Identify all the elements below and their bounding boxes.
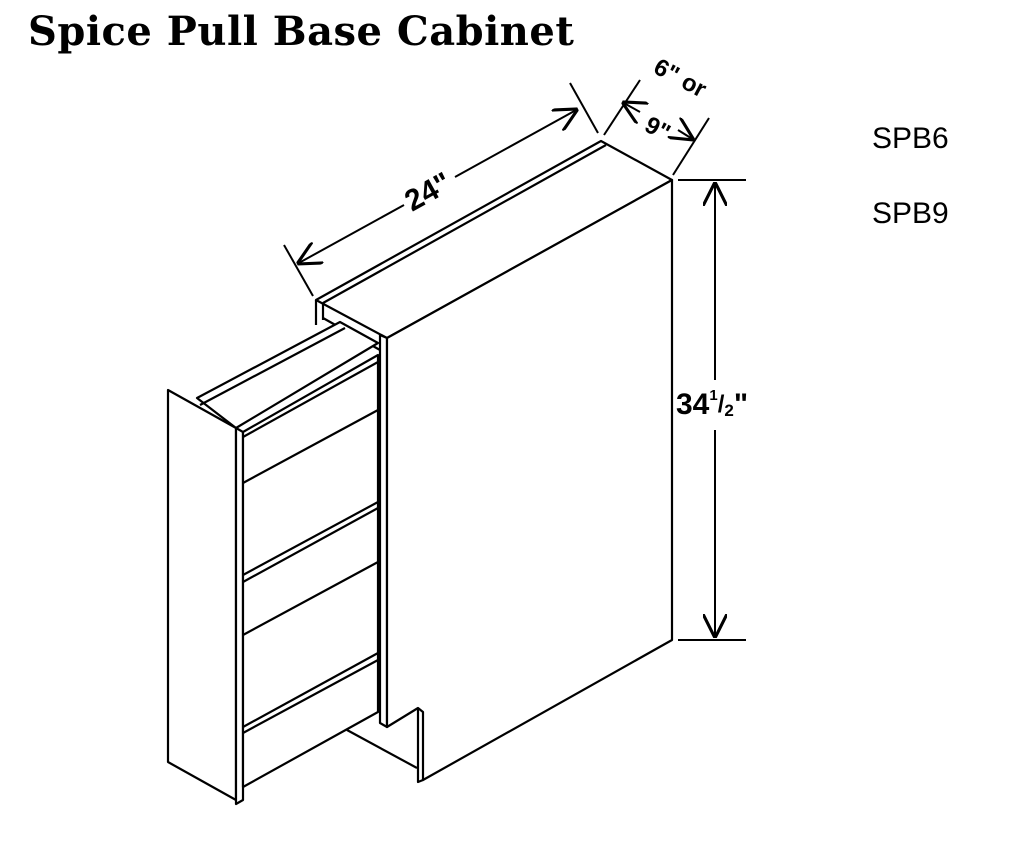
height-dimension-label: 341/2": [676, 387, 748, 421]
height-whole: 34: [676, 388, 710, 421]
height-fraction-numerator: 1: [709, 387, 717, 404]
width-dimension-label-a: 6" or: [649, 53, 711, 103]
depth-dimension-label: 24": [399, 166, 457, 218]
page-title: Spice Pull Base Cabinet: [28, 8, 575, 55]
height-inch-mark: ": [734, 388, 748, 421]
height-fraction-slash: /: [718, 391, 725, 418]
cabinet-body: [314, 139, 674, 784]
model-code-spb9: SPB9: [872, 197, 949, 230]
model-code-spb6: SPB6: [872, 122, 949, 155]
width-dimension-label-b: 9": [640, 111, 675, 146]
spice-pull-drawer: [166, 320, 380, 806]
height-fraction-denominator: 2: [724, 401, 733, 420]
dimension-lines: [283, 79, 746, 641]
